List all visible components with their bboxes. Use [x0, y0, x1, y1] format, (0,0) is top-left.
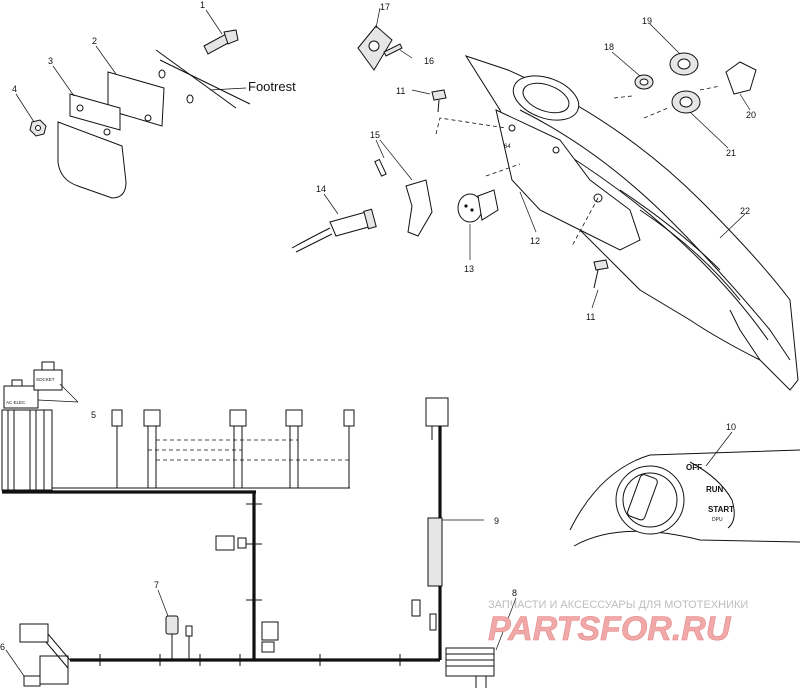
clip-icon — [405, 179, 433, 237]
watermark: ЗАПЧАСТИ И АКСЕССУАРЫ ДЛЯ МОТОТЕХНИКИ PA… — [488, 599, 749, 648]
footrest-bracket — [107, 71, 165, 127]
callout-15: 15 — [370, 130, 380, 140]
connector-icon — [143, 409, 161, 427]
connector-icon — [285, 409, 303, 427]
callout-20: 20 — [746, 110, 756, 120]
connector-icon — [19, 623, 49, 643]
callout-12: 12 — [530, 236, 540, 246]
footrest-label: Footrest — [248, 79, 296, 94]
switch-knob — [627, 474, 658, 521]
screw-icon — [593, 259, 609, 271]
switch-off-label: OFF — [686, 463, 702, 472]
footrest-pad — [57, 121, 127, 199]
hood-console-assembly: 64 — [435, 55, 799, 391]
callout-5: 5 — [91, 410, 96, 420]
connector-icon — [111, 409, 123, 427]
callout-11-bottom: 11 — [586, 312, 595, 322]
callout-17: 17 — [380, 2, 390, 12]
spacer-hole — [76, 104, 84, 112]
connector-block — [445, 647, 495, 677]
callout-numbers: 1 2 3 4 5 6 7 8 9 10 11 11 12 13 14 15 1… — [0, 0, 756, 652]
wiring-harness: AC ELEC SOCKET — [1, 361, 517, 688]
connector-icon — [229, 409, 247, 427]
callout-7: 7 — [154, 580, 159, 590]
callout-13: 13 — [464, 264, 474, 274]
nut-hole — [35, 125, 41, 131]
spacer-hole — [103, 128, 111, 136]
bracket-hole — [144, 114, 152, 122]
screw-icon — [431, 89, 447, 101]
callout-10: 10 — [726, 422, 736, 432]
callout-14: 14 — [316, 184, 326, 194]
footrest-leader — [209, 87, 247, 91]
switch-run-label: RUN — [706, 485, 724, 494]
callout-2: 2 — [92, 36, 97, 46]
callout-19: 19 — [642, 16, 652, 26]
harness-sleeve — [427, 517, 443, 587]
bolt-head — [223, 29, 239, 45]
callout-16: 16 — [424, 56, 434, 66]
callout-3: 3 — [48, 56, 53, 66]
washer-icon — [158, 69, 166, 79]
callout-1: 1 — [200, 0, 205, 10]
callout-22: 22 — [740, 206, 750, 216]
footrest-assembly: Footrest — [15, 9, 296, 199]
console-small-parts — [291, 7, 757, 309]
footrest-rail — [155, 49, 237, 109]
callout-21: 21 — [726, 148, 736, 158]
watermark-tagline: ЗАПЧАСТИ И АКСЕССУАРЫ ДЛЯ МОТОТЕХНИКИ — [488, 599, 748, 611]
ac-elec-label: AC ELEC — [6, 400, 26, 405]
switch-start-label: START — [708, 505, 734, 514]
footrest-spacer — [69, 93, 121, 131]
washer-icon — [186, 94, 194, 104]
switch-start-sub-label: DPU — [712, 517, 723, 523]
screw-icon — [383, 43, 403, 57]
sensor-connector — [165, 615, 179, 635]
ignition-switch-detail: OFF RUN START DPU — [569, 431, 800, 547]
console-housing — [495, 109, 641, 251]
connector-icon — [343, 409, 355, 427]
connector-icon — [425, 397, 449, 427]
console-hole — [552, 146, 560, 154]
callout-4: 4 — [12, 84, 17, 94]
callout-8: 8 — [512, 588, 517, 598]
watermark-brand: PARTSFOR.RU — [488, 610, 732, 648]
footrest-rail — [159, 59, 251, 105]
console-opening — [512, 75, 580, 121]
console-hole — [508, 124, 516, 132]
callout-11-top: 11 — [396, 86, 405, 96]
socket-label: SOCKET — [36, 377, 55, 382]
connector-row — [111, 409, 355, 427]
svg-text:64: 64 — [504, 144, 511, 150]
pin-icon — [374, 158, 387, 177]
callout-6: 6 — [0, 642, 5, 652]
callout-9: 9 — [494, 516, 499, 526]
key-icon — [725, 61, 757, 95]
callout-18: 18 — [604, 42, 614, 52]
